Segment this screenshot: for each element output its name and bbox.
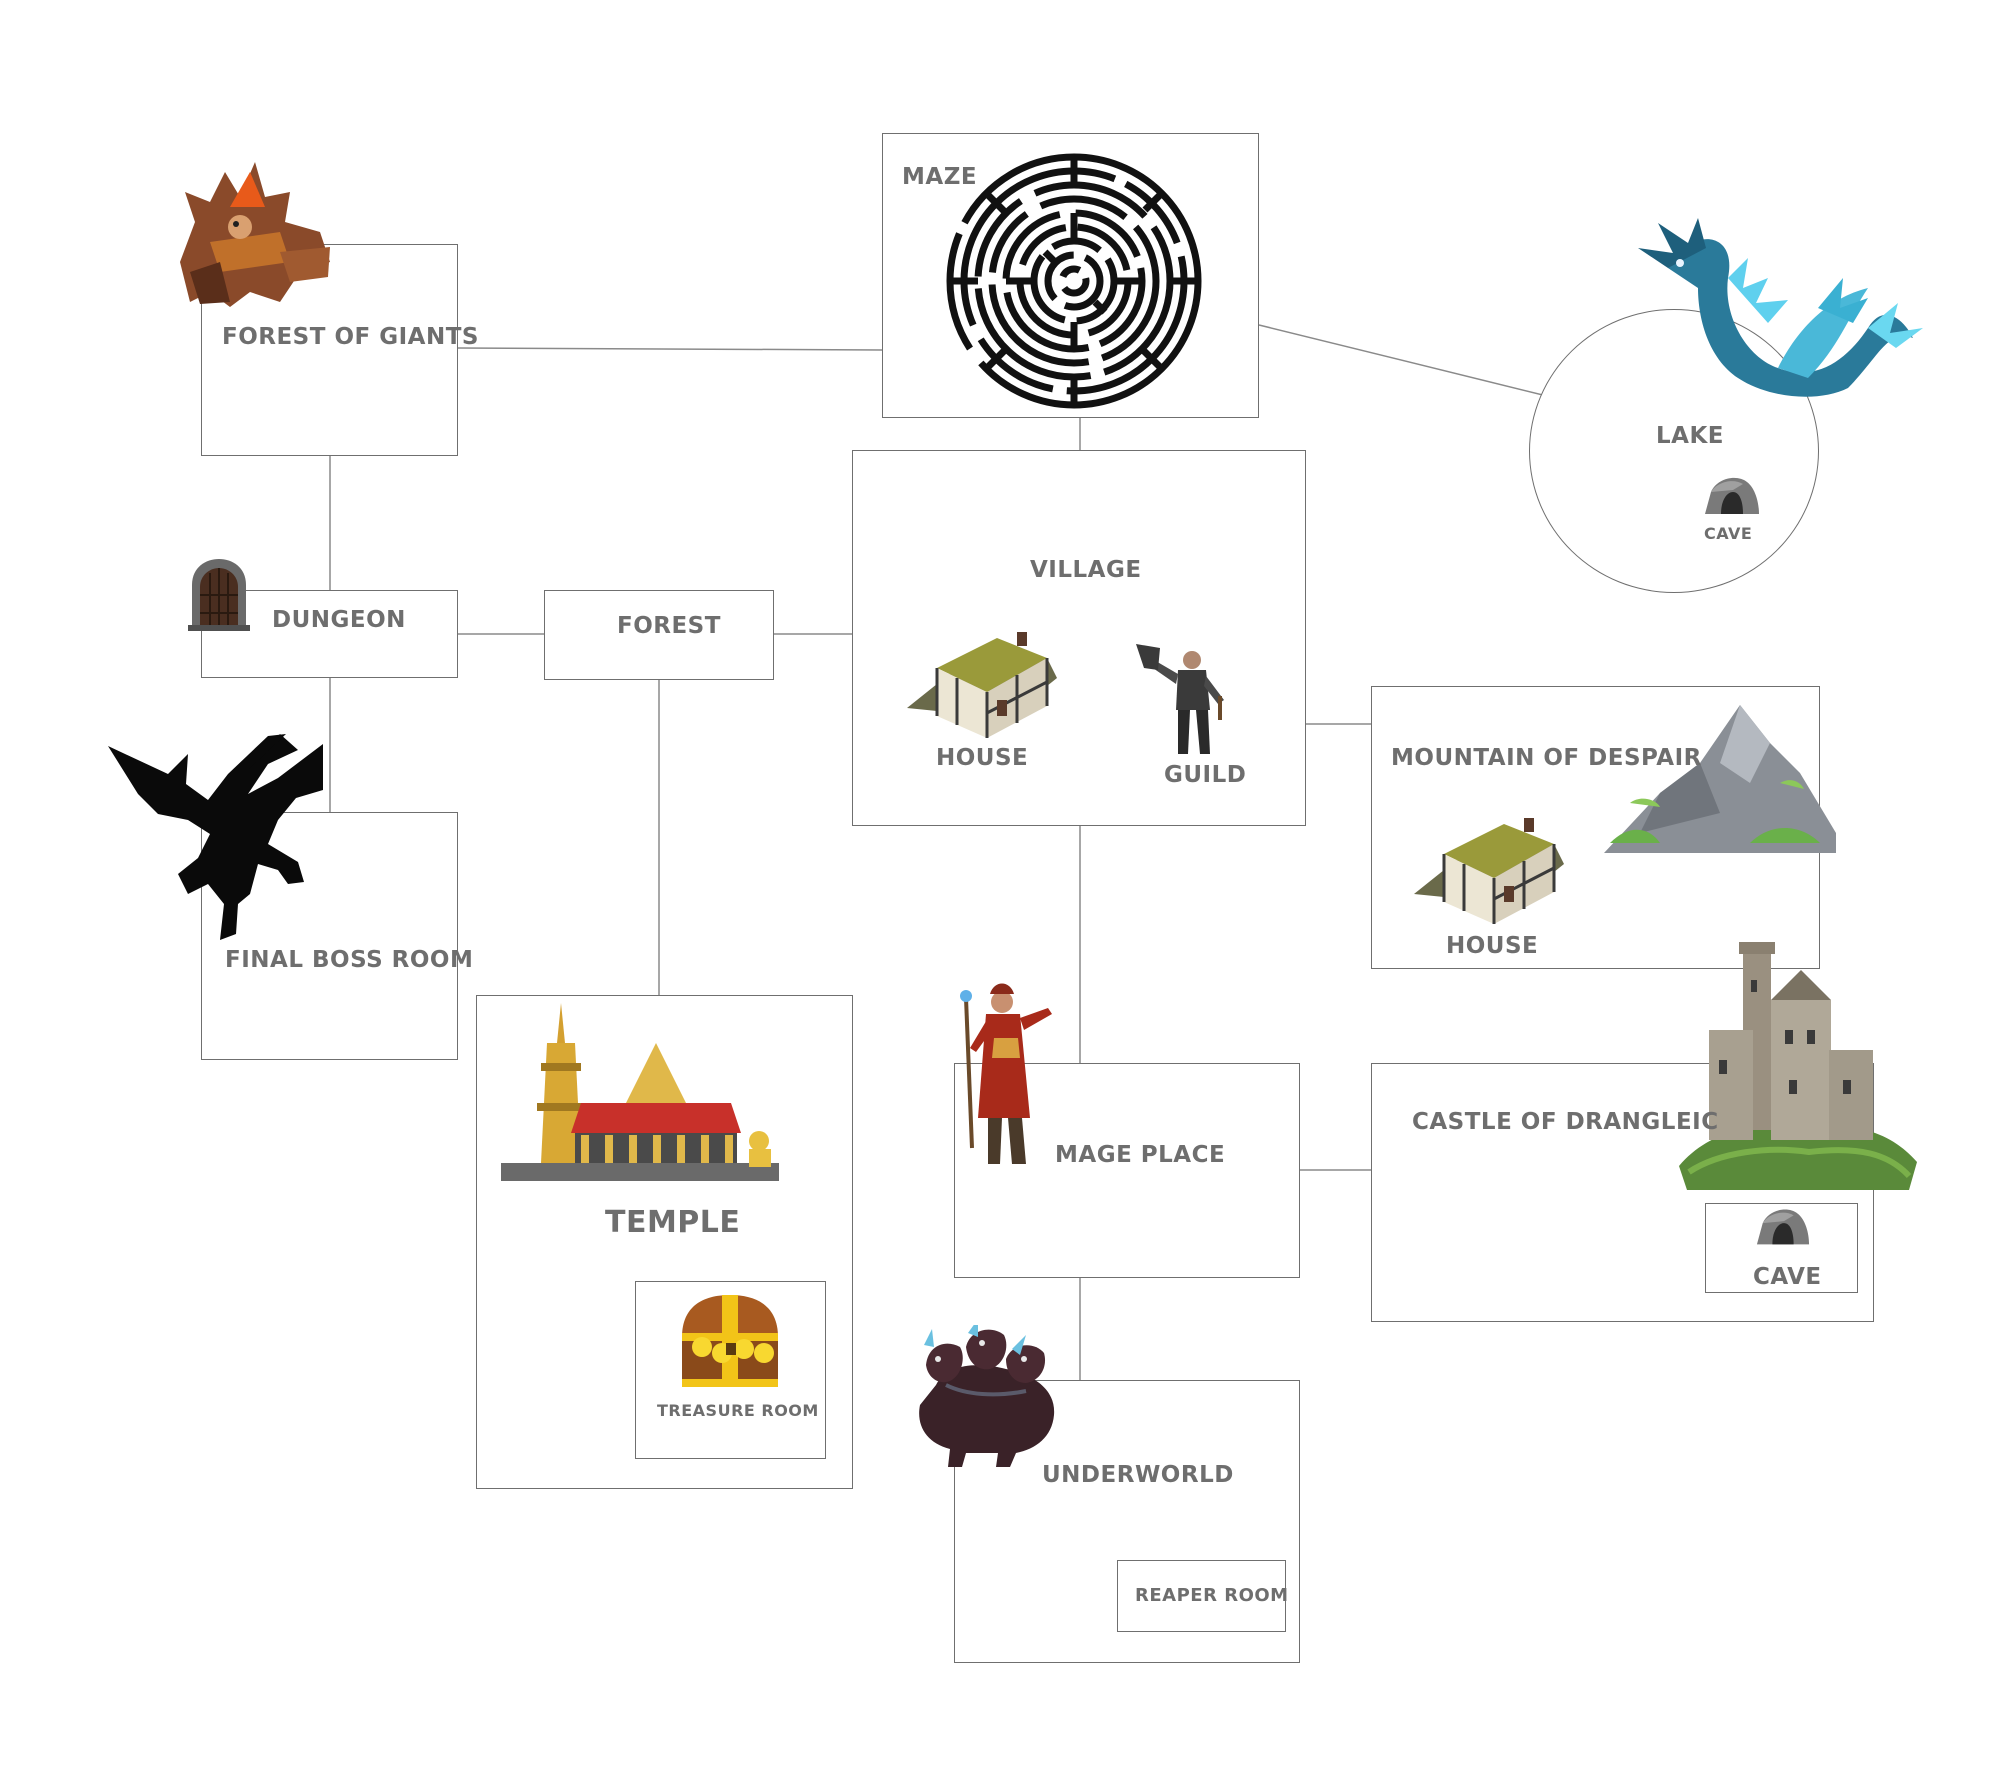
- village-house-label: HOUSE: [936, 745, 1029, 771]
- mountain-of-despair-label: MOUNTAIN OF DESPAIR: [1391, 745, 1702, 771]
- reaper-room-label: REAPER ROOM: [1135, 1585, 1289, 1606]
- castle-cave-label: CAVE: [1753, 1264, 1822, 1290]
- lake-cave-icon: [1705, 477, 1759, 514]
- lake-cave-label: CAVE: [1704, 524, 1753, 543]
- village-house-icon: [907, 632, 1057, 738]
- link-maze-lake: [1258, 324, 1556, 399]
- dungeon-label: DUNGEON: [272, 607, 406, 633]
- treasure-chest-icon: [682, 1295, 778, 1387]
- dungeon-door-icon: [188, 559, 250, 631]
- forest-of-giants-label: FOREST OF GIANTS: [222, 324, 479, 350]
- maze-icon: [946, 153, 1202, 409]
- link-giants-maze: [457, 347, 883, 351]
- castle-of-drangleic-label: CASTLE OF DRANGLEIC: [1412, 1109, 1719, 1135]
- treasure-room-label: TREASURE ROOM: [657, 1401, 819, 1420]
- forest-box[interactable]: [544, 590, 774, 680]
- underworld-label: UNDERWORLD: [1042, 1462, 1234, 1488]
- lake-label: LAKE: [1656, 423, 1724, 449]
- warrior-icon: [1136, 644, 1224, 754]
- village-label: VILLAGE: [1030, 557, 1142, 583]
- giant-icon: [180, 162, 330, 307]
- dragon-silhouette-icon: [108, 734, 323, 940]
- castle-icon: [1679, 942, 1917, 1190]
- castle-cave-icon: [1756, 1209, 1810, 1245]
- mountain-house-icon: [1414, 818, 1564, 924]
- mountain-house-label: HOUSE: [1446, 933, 1539, 959]
- mountain-icon: [1604, 705, 1836, 853]
- mage-icon: [960, 983, 1052, 1164]
- temple-icon: [501, 1003, 779, 1181]
- lake-circle[interactable]: [1529, 309, 1819, 593]
- maze-label: MAZE: [902, 164, 978, 190]
- village-box[interactable]: [852, 450, 1306, 826]
- sea-dragon-icon: [1638, 218, 1923, 397]
- cerberus-icon: [919, 1325, 1055, 1467]
- forest-label: FOREST: [617, 613, 721, 639]
- mage-place-label: MAGE PLACE: [1055, 1142, 1226, 1168]
- guild-label: GUILD: [1164, 762, 1247, 788]
- reaper-room-box[interactable]: [1117, 1560, 1286, 1632]
- final-boss-room-label: FINAL BOSS ROOM: [225, 947, 474, 973]
- temple-label: TEMPLE: [605, 1205, 741, 1240]
